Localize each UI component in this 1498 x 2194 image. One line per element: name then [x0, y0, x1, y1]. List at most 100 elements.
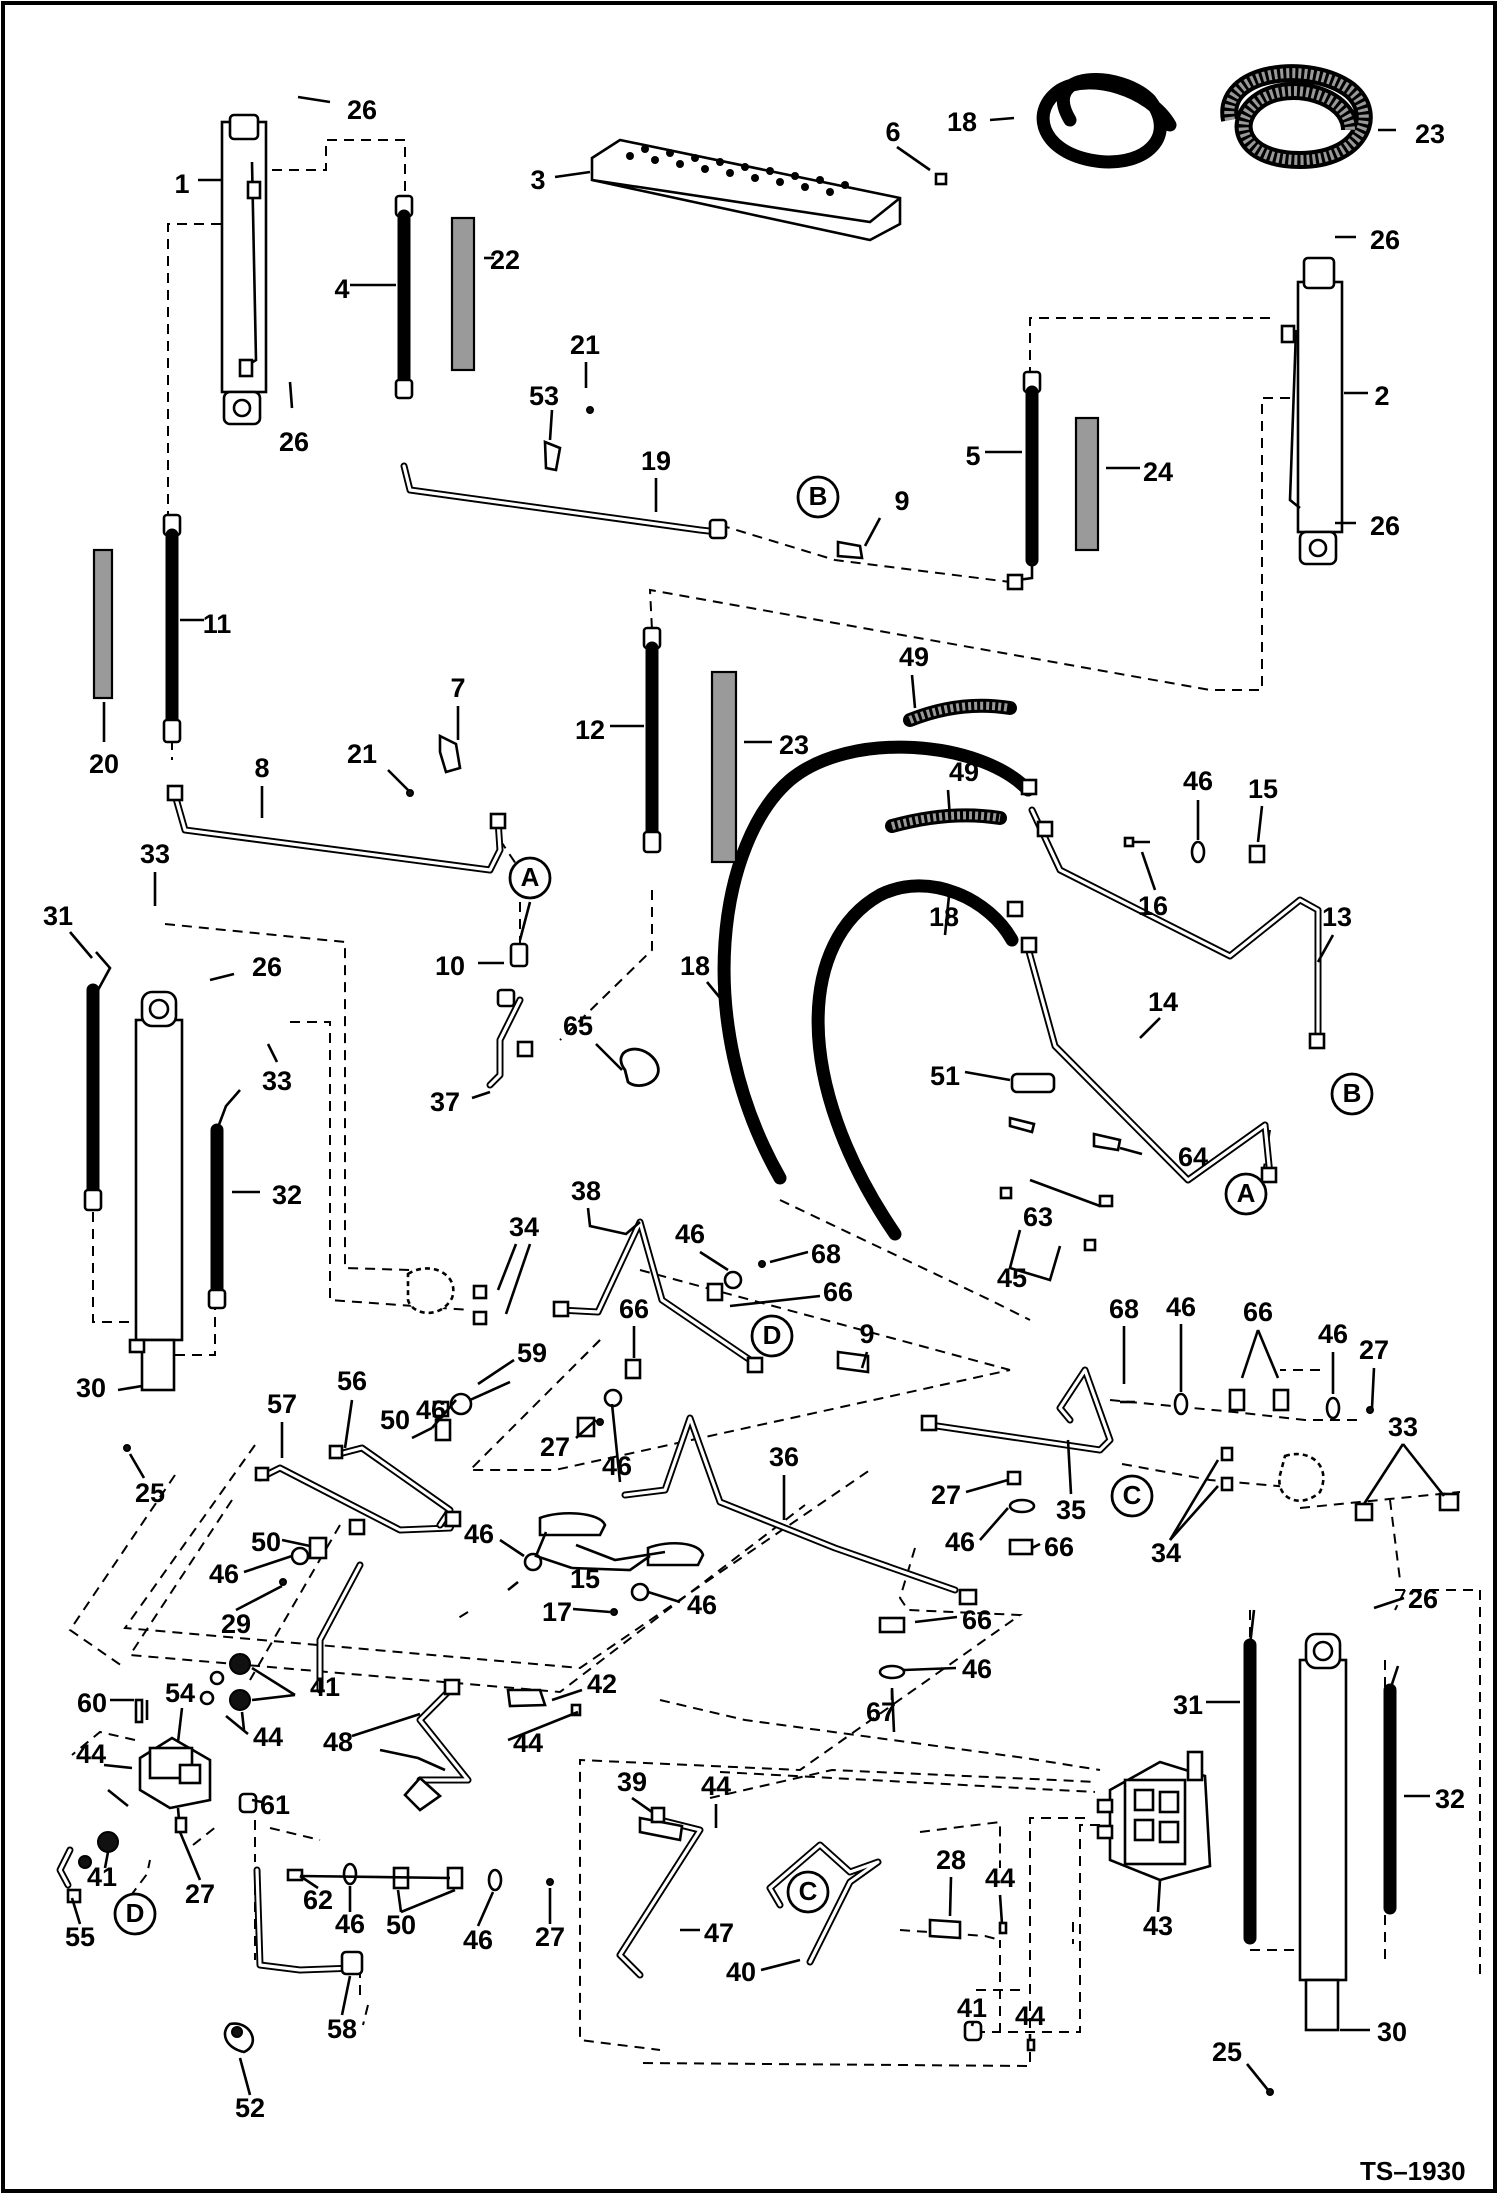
part-callout: 46: [209, 1559, 239, 1589]
part-callout: 27: [540, 1432, 570, 1462]
part-callout: 44: [985, 1863, 1015, 1893]
part-callout: 46: [945, 1527, 975, 1557]
part-callout: 62: [303, 1885, 333, 1915]
reference-circle: [786, 1870, 830, 1914]
part-callout: 14: [1148, 987, 1178, 1017]
lift-cylinder-left-upper: [220, 113, 268, 426]
part-callout: 46: [416, 1395, 446, 1425]
part-callout: 18: [680, 951, 710, 981]
hose-11: [162, 513, 182, 744]
part-callout: 7: [450, 673, 465, 703]
part-callout: 1: [174, 169, 189, 199]
part-callout: 34: [1151, 1538, 1181, 1568]
callout-leader-lines: [69, 95, 1446, 2096]
part-callout: 31: [43, 901, 73, 931]
mesh-guard-23: [710, 670, 738, 864]
part-callout: 59: [517, 1338, 547, 1368]
tilt-cylinder-left-lower: [123, 990, 184, 1452]
part-callout: 34: [509, 1212, 539, 1242]
part-callout: 46: [1166, 1292, 1196, 1322]
part-callout: 32: [272, 1180, 302, 1210]
part-callout: 58: [327, 2014, 357, 2044]
part-callout: 66: [1044, 1532, 1074, 1562]
part-callout: 30: [1377, 2017, 1407, 2047]
part-callout: 18: [929, 902, 959, 932]
part-callout: 25: [1212, 2037, 1242, 2067]
part-callout: 41: [957, 1993, 987, 2023]
reference-letter: D: [763, 1320, 782, 1350]
part-callout: 49: [949, 757, 979, 787]
reference-marker: C: [786, 1870, 830, 1914]
control-valve: [1096, 1750, 1212, 1882]
part-callout: 18: [947, 107, 977, 137]
part-callout: 55: [65, 1922, 95, 1952]
part-callout: 38: [571, 1176, 601, 1206]
part-callout: 46: [1318, 1319, 1348, 1349]
mesh-guard-20: [92, 548, 114, 700]
part-callout: 32: [1435, 1784, 1465, 1814]
part-callout: 24: [1143, 457, 1173, 487]
part-callout: 53: [529, 381, 559, 411]
part-callout: 26: [347, 95, 377, 125]
part-callout: 25: [135, 1478, 165, 1508]
part-callout: 42: [587, 1669, 617, 1699]
part-callout: 66: [823, 1277, 853, 1307]
part-callout: 46: [1183, 766, 1213, 796]
part-callout: 35: [1056, 1495, 1086, 1525]
part-callout: 9: [859, 1319, 874, 1349]
part-callout: 36: [769, 1442, 799, 1472]
part-callout: 46: [687, 1590, 717, 1620]
reference-circle: [750, 1314, 794, 1358]
part-callout: 50: [380, 1405, 410, 1435]
part-callout: 51: [930, 1061, 960, 1091]
reference-marker: A: [508, 856, 552, 900]
part-callout: 46: [962, 1654, 992, 1684]
part-callout: 26: [252, 952, 282, 982]
part-callout: 27: [535, 1922, 565, 1952]
part-callout: 41: [310, 1672, 340, 1702]
mesh-guard-22: [450, 216, 476, 372]
part-callout: 50: [251, 1527, 281, 1557]
hose-32-right: [1383, 1665, 1400, 1915]
hose-31-right: [1243, 1609, 1257, 1945]
part-callout: 48: [323, 1727, 353, 1757]
reference-marker: D: [113, 1892, 157, 1936]
reference-letter: B: [809, 481, 828, 511]
part-callout: 41: [87, 1862, 117, 1892]
part-callout: 17: [542, 1597, 572, 1627]
part-callout: 44: [253, 1722, 283, 1752]
part-callout: 12: [575, 715, 605, 745]
part-callout: 33: [140, 839, 170, 869]
fittings: [66, 406, 1460, 2054]
part-callout: 27: [1359, 1335, 1389, 1365]
part-callout: 60: [77, 1688, 107, 1718]
part-callout: 26: [1370, 511, 1400, 541]
part-callout: 26: [1408, 1584, 1438, 1614]
part-callout: 5: [965, 441, 980, 471]
part-callout: 66: [619, 1294, 649, 1324]
part-callout: 46: [464, 1519, 494, 1549]
reference-letter: C: [1123, 1480, 1142, 1510]
part-callout: 37: [430, 1087, 460, 1117]
part-callout: 65: [563, 1011, 593, 1041]
part-callout: 68: [1109, 1294, 1139, 1324]
part-callout: 64: [1178, 1142, 1208, 1172]
reference-letter: C: [799, 1876, 818, 1906]
part-callout: 9: [894, 486, 909, 516]
reference-circle: [113, 1892, 157, 1936]
part-callout: 22: [490, 245, 520, 275]
hose-5: [1017, 370, 1042, 582]
mesh-guard-24: [1074, 416, 1100, 552]
part-callout: 44: [701, 1771, 731, 1801]
part-callout: 16: [1138, 891, 1168, 921]
part-callout: 46: [602, 1451, 632, 1481]
part-callout: 40: [726, 1957, 756, 1987]
part-callout: 39: [617, 1767, 647, 1797]
part-callout: 44: [1015, 2001, 1045, 2031]
part-callout: 44: [76, 1739, 106, 1769]
reference-marker: A: [1224, 1172, 1268, 1216]
part-callout: 33: [262, 1066, 292, 1096]
